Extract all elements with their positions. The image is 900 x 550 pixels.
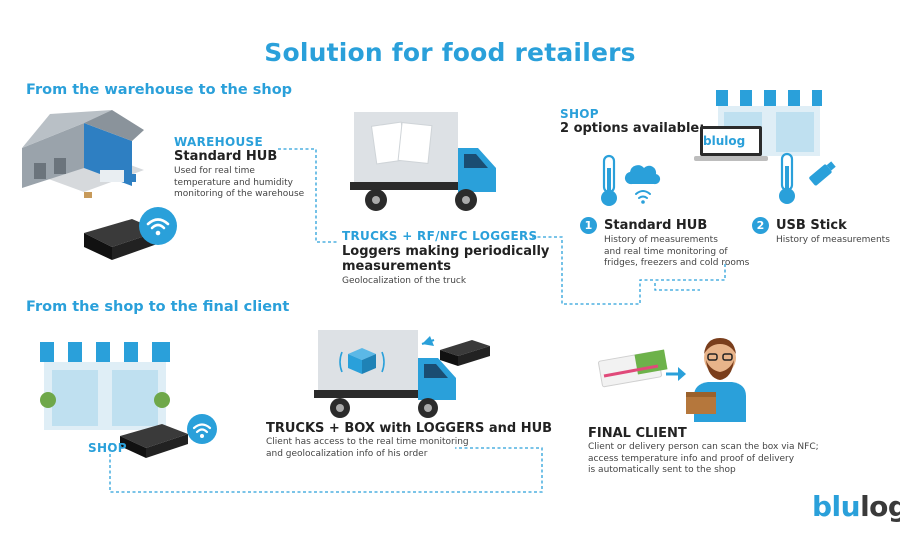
option-2-title: USB Stick bbox=[776, 218, 847, 233]
truck-top-illustration bbox=[350, 112, 496, 211]
page-title: Solution for food retailers bbox=[264, 38, 636, 67]
final-client-description: Client or delivery person can scan the b… bbox=[588, 442, 819, 475]
wifi-icon-shop bbox=[187, 414, 217, 444]
trucks-bottom-heading: TRUCKS + BOX with LOGGERS and HUB bbox=[266, 421, 553, 436]
option-2-description: History of measurements bbox=[776, 235, 890, 245]
trucks-top-description: Geolocalization of the truck bbox=[342, 276, 467, 286]
shop-bottom-label: SHOP bbox=[88, 441, 127, 455]
trucks-bottom-description: Client has access to the real time monit… bbox=[266, 437, 469, 459]
wifi-icon bbox=[139, 207, 177, 245]
truck-bottom-illustration bbox=[314, 330, 456, 418]
shop-bottom-storefront bbox=[40, 342, 170, 430]
section-title-top: From the warehouse to the shop bbox=[26, 82, 293, 98]
option-1-title: Standard HUB bbox=[604, 218, 708, 233]
thermometer-usb-icons bbox=[779, 152, 836, 204]
delivery-person-illustration bbox=[686, 338, 746, 422]
option-2-badge: 2 bbox=[752, 217, 769, 234]
final-client-heading: FINAL CLIENT bbox=[588, 426, 687, 441]
thermometer-cloud-icons bbox=[601, 154, 661, 206]
option-1-badge: 1 bbox=[580, 217, 597, 234]
shop-bottom-hub-device bbox=[120, 424, 188, 458]
logger-box-device bbox=[421, 336, 490, 366]
section-title-bottom: From the shop to the final client bbox=[26, 299, 290, 315]
warehouse-subheading: Standard HUB bbox=[174, 149, 278, 164]
blulog-logo: blulog bbox=[812, 490, 900, 523]
shop-top-heading: SHOP bbox=[560, 107, 599, 121]
warehouse-illustration bbox=[22, 110, 144, 198]
warehouse-heading: WAREHOUSE bbox=[174, 135, 263, 149]
shop-top-subheading: 2 options available: bbox=[560, 121, 705, 136]
laptop-illustration bbox=[694, 126, 768, 161]
trucks-top-heading: TRUCKS + RF/NFC LOGGERS bbox=[342, 229, 538, 243]
nfc-label-illustration bbox=[598, 349, 668, 388]
laptop-brand: blulog bbox=[703, 134, 746, 148]
arrow-right-icon bbox=[666, 367, 686, 381]
